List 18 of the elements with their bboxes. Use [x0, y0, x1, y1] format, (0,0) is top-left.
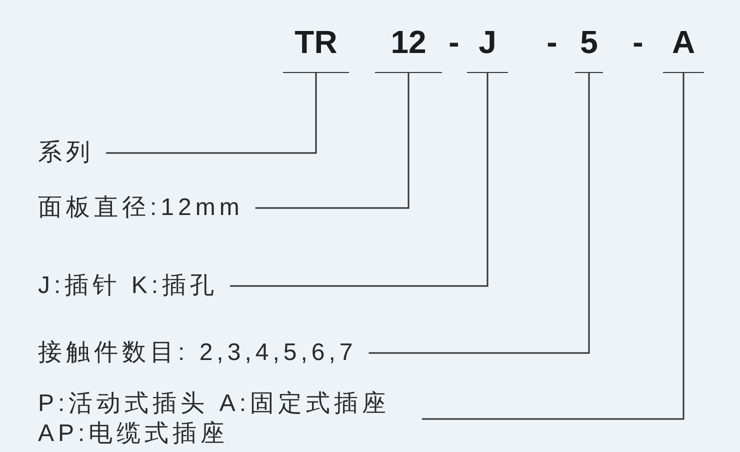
leader-line: [368, 73, 590, 354]
leader-line: [106, 73, 317, 154]
code-separator: -: [546, 24, 558, 60]
code-segment: 5: [575, 24, 603, 73]
field-description: 面板直径:12mm: [38, 193, 244, 223]
code-segment: TR: [283, 24, 349, 73]
code-separator: -: [632, 24, 644, 60]
leader-line: [255, 73, 410, 209]
code-segment: 12: [375, 24, 442, 73]
field-description: P:活动式插头 A:固定式插座 AP:电缆式插座: [38, 389, 410, 449]
code-separator: -: [448, 24, 460, 60]
field-description: 系列: [38, 138, 94, 168]
field-description: J:插针 K:插孔: [38, 271, 218, 301]
leader-line: [230, 73, 488, 287]
leader-line: [422, 73, 684, 420]
field-description: 接触件数目: 2,3,4,5,6,7: [38, 338, 357, 368]
code-segment: A: [663, 24, 704, 73]
code-segment: J: [467, 24, 508, 73]
